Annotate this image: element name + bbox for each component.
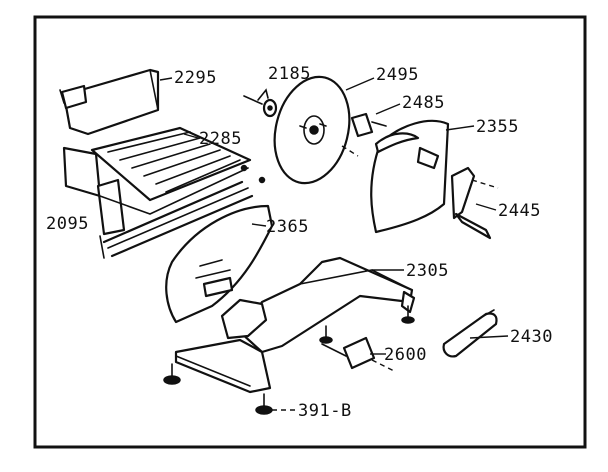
callout-2305: 2305 xyxy=(406,261,449,281)
part-2600-knob xyxy=(321,336,397,373)
callout-2295: 2295 xyxy=(174,68,217,88)
part-2485-hub xyxy=(341,103,401,157)
callout-2430: 2430 xyxy=(510,327,553,347)
part-2295-food-pusher xyxy=(59,68,160,136)
part-2430-handle xyxy=(442,309,509,358)
part-2355-guard xyxy=(370,119,475,234)
callout-2445: 2445 xyxy=(498,201,541,221)
callout-2365: 2365 xyxy=(266,217,309,237)
part-2445-crank xyxy=(450,166,499,240)
callout-2095: 2095 xyxy=(46,214,89,234)
callout-2600: 2600 xyxy=(384,345,427,365)
part-2095-rails xyxy=(99,164,266,259)
part-2185-screw xyxy=(243,88,278,118)
part-391b-feet xyxy=(163,305,415,415)
callout-2355: 2355 xyxy=(476,117,519,137)
callout-2185: 2185 xyxy=(268,64,311,84)
diagram-frame xyxy=(33,15,587,449)
part-2305-frame xyxy=(174,256,416,394)
callout-2495: 2495 xyxy=(376,65,419,85)
part-2285-carriage xyxy=(62,126,252,236)
part-2495-blade xyxy=(273,75,375,185)
callout-2485: 2485 xyxy=(402,93,445,113)
callout-391b: 391-B xyxy=(298,401,352,421)
callout-2285: 2285 xyxy=(199,129,242,149)
part-2365-end-plate xyxy=(165,204,274,324)
